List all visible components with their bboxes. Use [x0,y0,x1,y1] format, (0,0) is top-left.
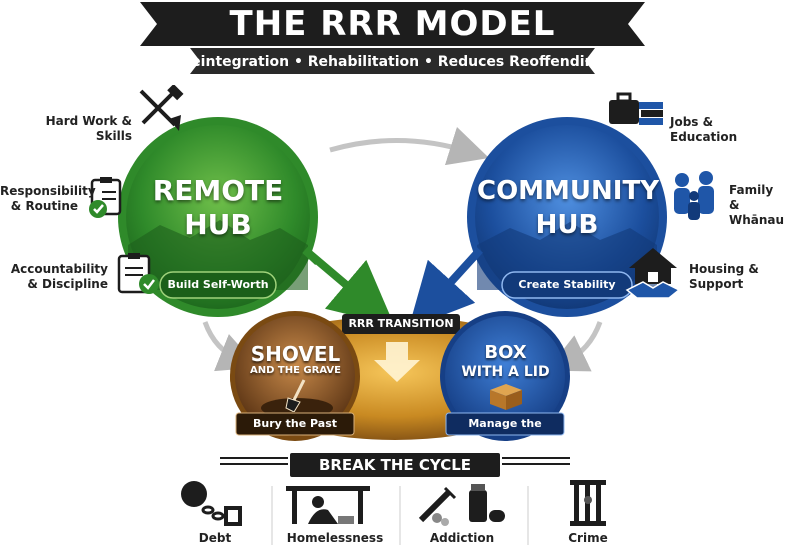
community-hub-circle [467,117,667,317]
family-icon [674,171,714,220]
prison-bars-icon [570,480,606,526]
cycle-title: BREAK THE CYCLE [318,456,472,474]
shovel-hammer-icon [139,85,184,131]
briefcase-books-icon [609,92,663,125]
community-item-1: Jobs & Education [670,115,738,144]
box-circle [440,311,570,441]
title-banner [140,2,645,74]
page-title: THE RRR MODEL [229,4,556,44]
shovel-icon [285,379,306,412]
box-pill: Manage the Present [468,417,542,450]
cycle-item-debt: Debt [198,531,232,545]
remote-hub-pill: Build Self-Worth [167,278,269,291]
ball-and-chain-icon [181,481,242,526]
homeless-person-icon [286,486,370,524]
remote-item-2: Responsibility& Routine [0,184,96,213]
community-item-2: Family &Whānau [729,183,785,227]
cycle-item-homelessness: Homelessness [286,531,384,545]
box-icon [490,384,522,410]
remote-item-3: Accountability& Discipline [10,262,108,291]
box-title: BOX WITH A LID [461,342,550,381]
syringe-pills-icon [418,484,505,526]
shovel-title: SHOVEL AND THE GRAVE [250,342,341,376]
remote-item-1: Hard Work &Skills [45,114,132,143]
shovel-circle [230,311,360,441]
shovel-pill: Bury the Past [252,417,337,430]
transition-label: RRR TRANSITION [348,317,454,330]
cycle-item-addiction: Addiction [429,531,495,545]
page-subtitle: Reintegration • Rehabilitation • Reduces… [180,54,605,70]
community-hub-pill: Create Stability [518,278,616,291]
house-handshake-icon [625,248,681,299]
cycle-item-crime: Crime [568,531,608,545]
clipboard-check-icon [89,177,122,218]
clipboard-check-icon [117,253,159,294]
community-item-3: Housing &Support [689,262,759,291]
remote-hub-circle [118,117,318,317]
